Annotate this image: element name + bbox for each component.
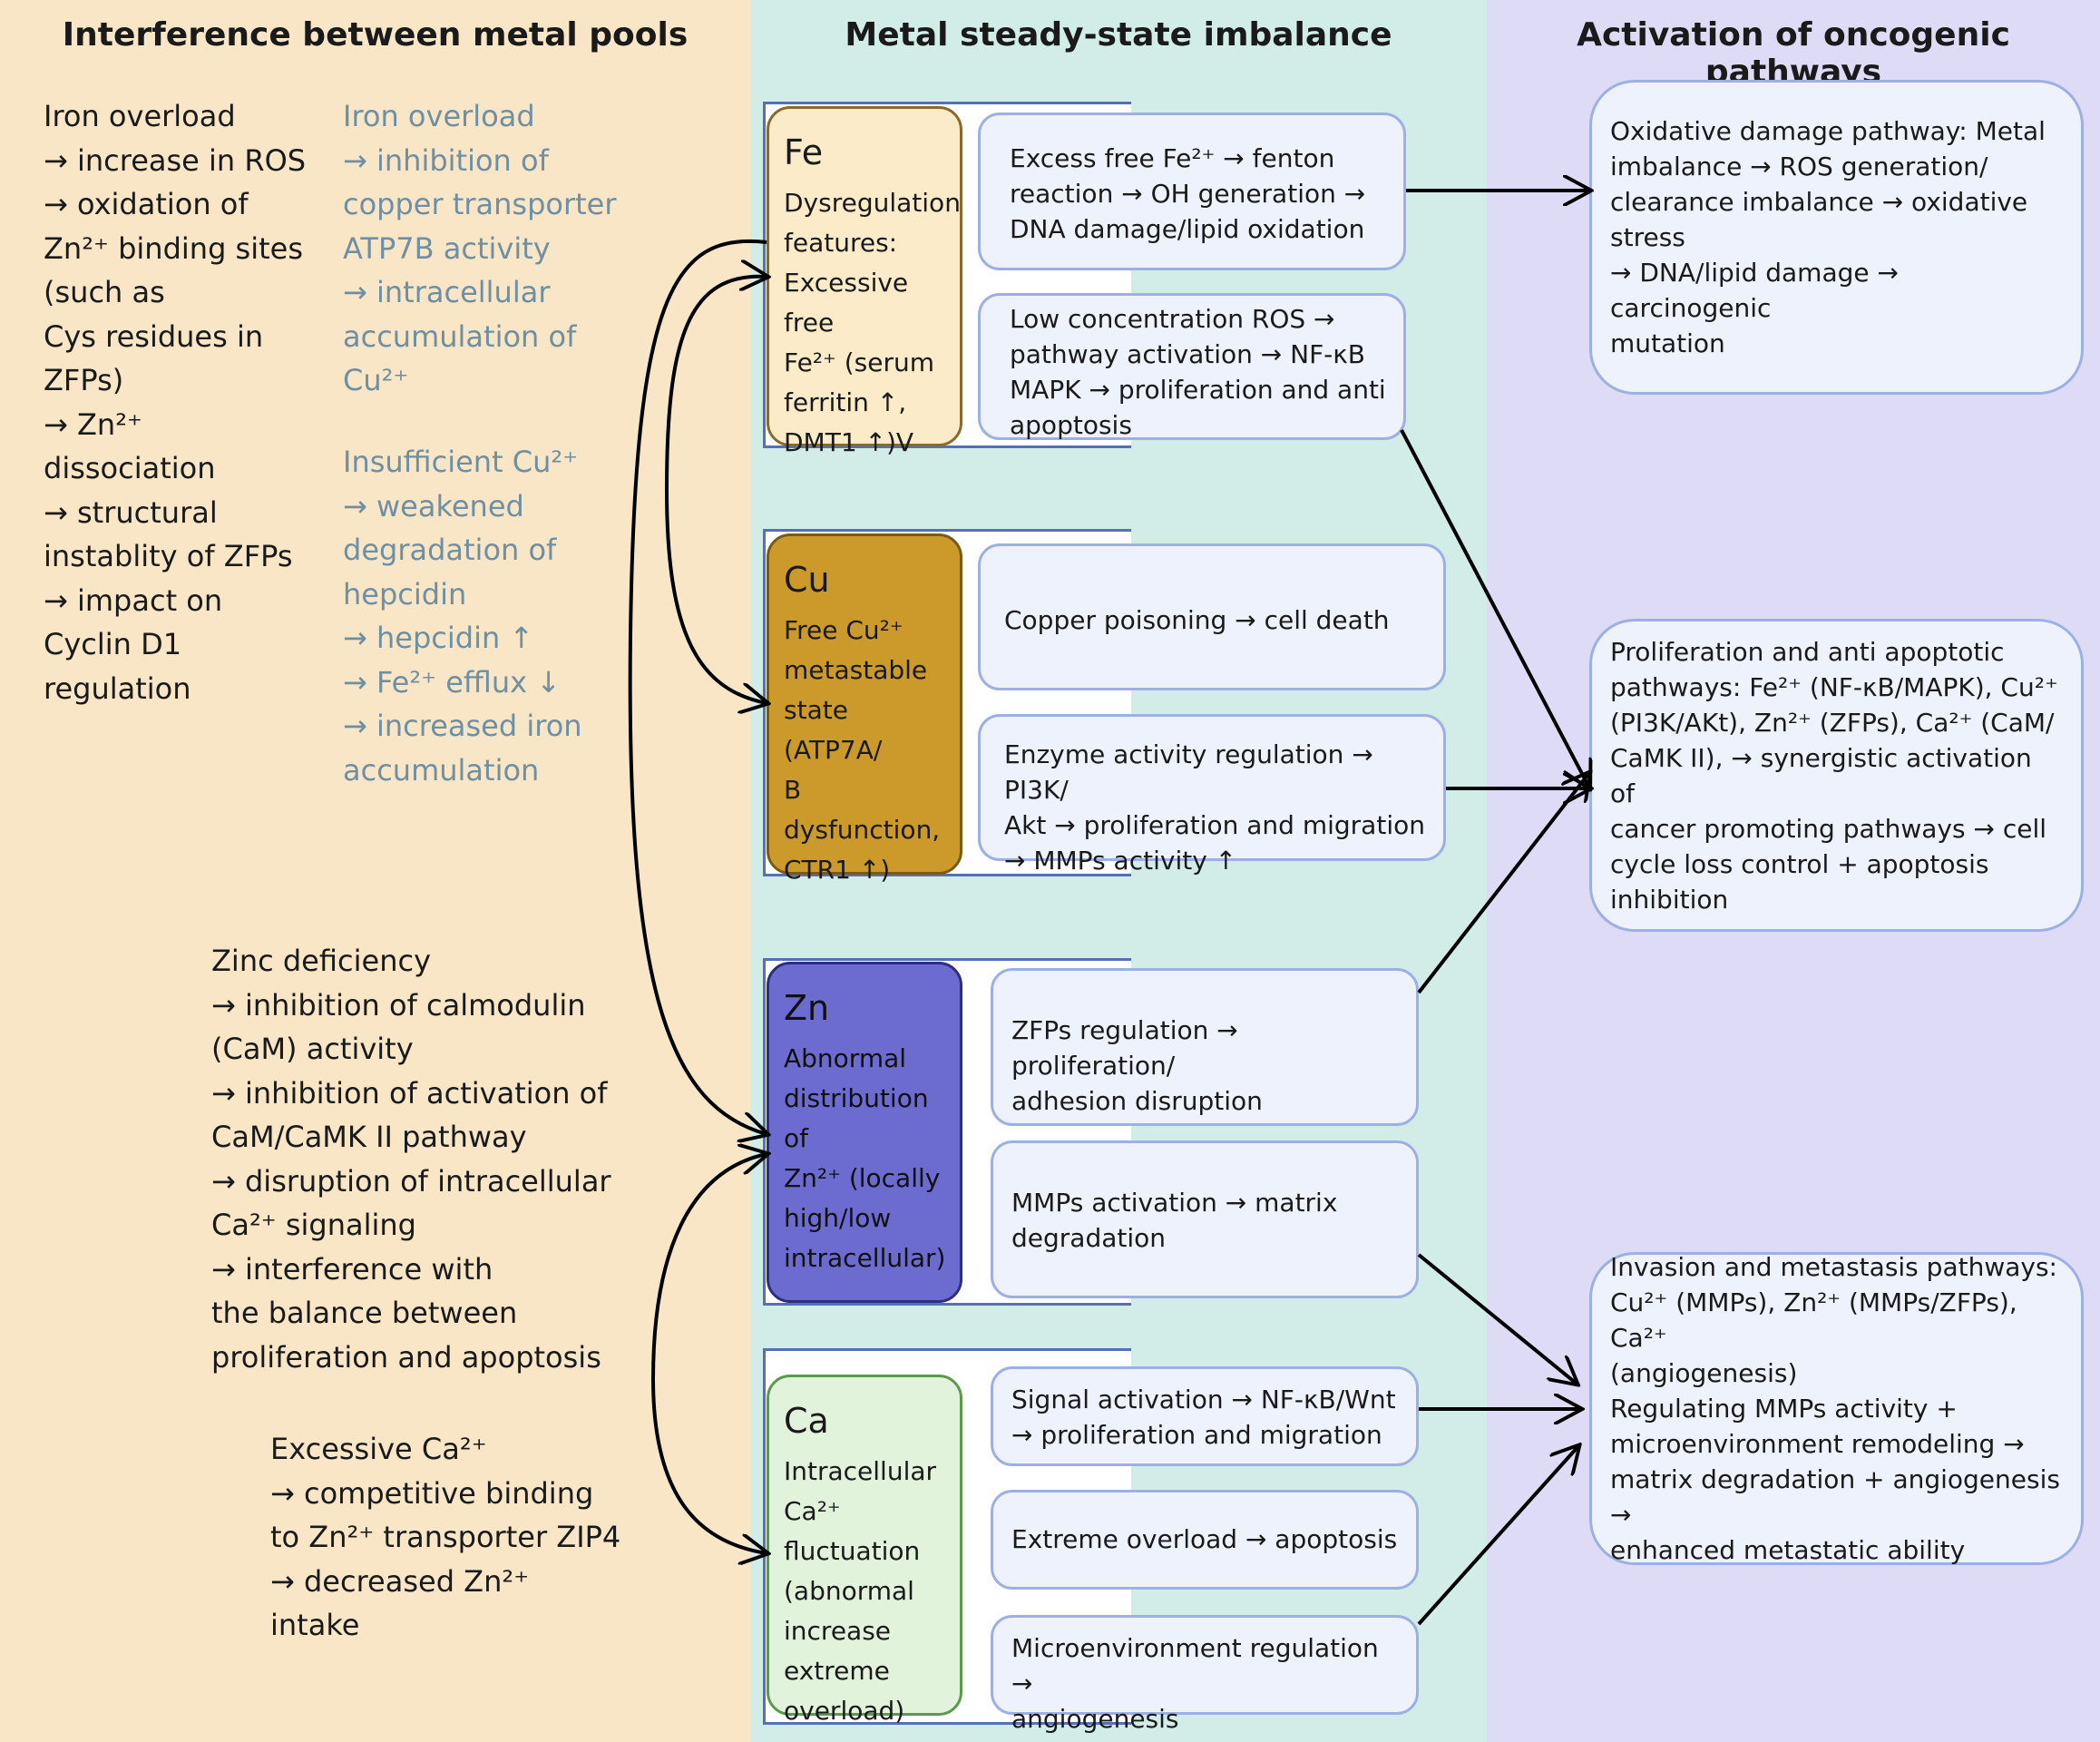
arrow-zn2-invasion xyxy=(1417,1253,1577,1384)
invasion-metastasis-pathway: Invasion and metastasis pathways: Cu²⁺ (… xyxy=(1589,1252,2084,1565)
zinc-calcium-interference: Zinc deficiency → inhibition of calmodul… xyxy=(211,944,611,1375)
zn-pathway-zfps: ZFPs regulation → proliferation/ adhesio… xyxy=(991,968,1419,1126)
zn-symbol: Zn xyxy=(784,988,830,1028)
fe-pathway-fenton: Excess free Fe²⁺ → fenton reaction → OH … xyxy=(978,113,1406,270)
arrow-fe2-proliferation xyxy=(1400,429,1589,788)
arrow-zn1-proliferation xyxy=(1417,773,1589,994)
oxidative-damage-pathway: Oxidative damage pathway: Metal imbalanc… xyxy=(1589,80,2084,395)
arrow-ca3-invasion xyxy=(1417,1446,1578,1626)
arrow-fe-cu xyxy=(664,277,767,703)
ca-pathway-signal: Signal activation → NF-κB/Wnt → prolifer… xyxy=(991,1366,1419,1466)
ca-symbol: Ca xyxy=(784,1401,829,1441)
zn-description: Abnormal distribution of Zn²⁺ (locally h… xyxy=(784,1043,946,1273)
interference-title: Interference between metal pools xyxy=(62,16,689,54)
iron-copper-interference: Iron overload → inhibition of copper tra… xyxy=(343,99,617,397)
fe-description: Dysregulation features: Excessive free F… xyxy=(784,188,961,457)
ca-pathway-microenvironment: Microenvironment regulation → angiogenes… xyxy=(991,1615,1419,1734)
fe-metal-box: Fe Dysregulation features: Excessive fre… xyxy=(767,106,962,457)
proliferation-pathway: Proliferation and anti apoptotic pathway… xyxy=(1589,619,2084,932)
cu-pathway-enzyme: Enzyme activity regulation → PI3K/ Akt →… xyxy=(978,714,1446,876)
cu-pathway-poisoning: Copper poisoning → cell death xyxy=(978,543,1446,690)
imbalance-title: Metal steady-state imbalance xyxy=(845,16,1392,54)
fe-symbol: Fe xyxy=(784,132,824,172)
copper-iron-interference: Insufficient Cu²⁺ → weakened degradation… xyxy=(343,445,582,788)
fe-pathway-ros: Low concentration ROS → pathway activati… xyxy=(978,293,1406,440)
ca-description: Intracellular Ca²⁺ fluctuation (abnormal… xyxy=(784,1456,937,1726)
zn-metal-box: Zn Abnormal distribution of Zn²⁺ (locall… xyxy=(767,962,962,1303)
arrow-zn-ca xyxy=(650,1154,767,1553)
zn-pathway-mmps: MMPs activation → matrix degradation xyxy=(991,1140,1419,1298)
interference-column: Interference between metal pools xyxy=(0,0,750,1742)
cu-metal-box: Cu Free Cu²⁺ metastable state (ATP7A/ B … xyxy=(767,533,962,885)
iron-zinc-interference: Iron overload → increase in ROS → oxidat… xyxy=(44,99,307,706)
cu-symbol: Cu xyxy=(784,560,830,600)
arrow-fe-zn xyxy=(628,239,767,1134)
cu-description: Free Cu²⁺ metastable state (ATP7A/ B dys… xyxy=(784,615,941,885)
ca-pathway-overload: Extreme overload → apoptosis xyxy=(991,1490,1419,1590)
calcium-zinc-interference: Excessive Ca²⁺ → competitive binding to … xyxy=(270,1432,621,1642)
oncogenic-title: Activation of oncogenic pathways xyxy=(1577,16,2010,91)
